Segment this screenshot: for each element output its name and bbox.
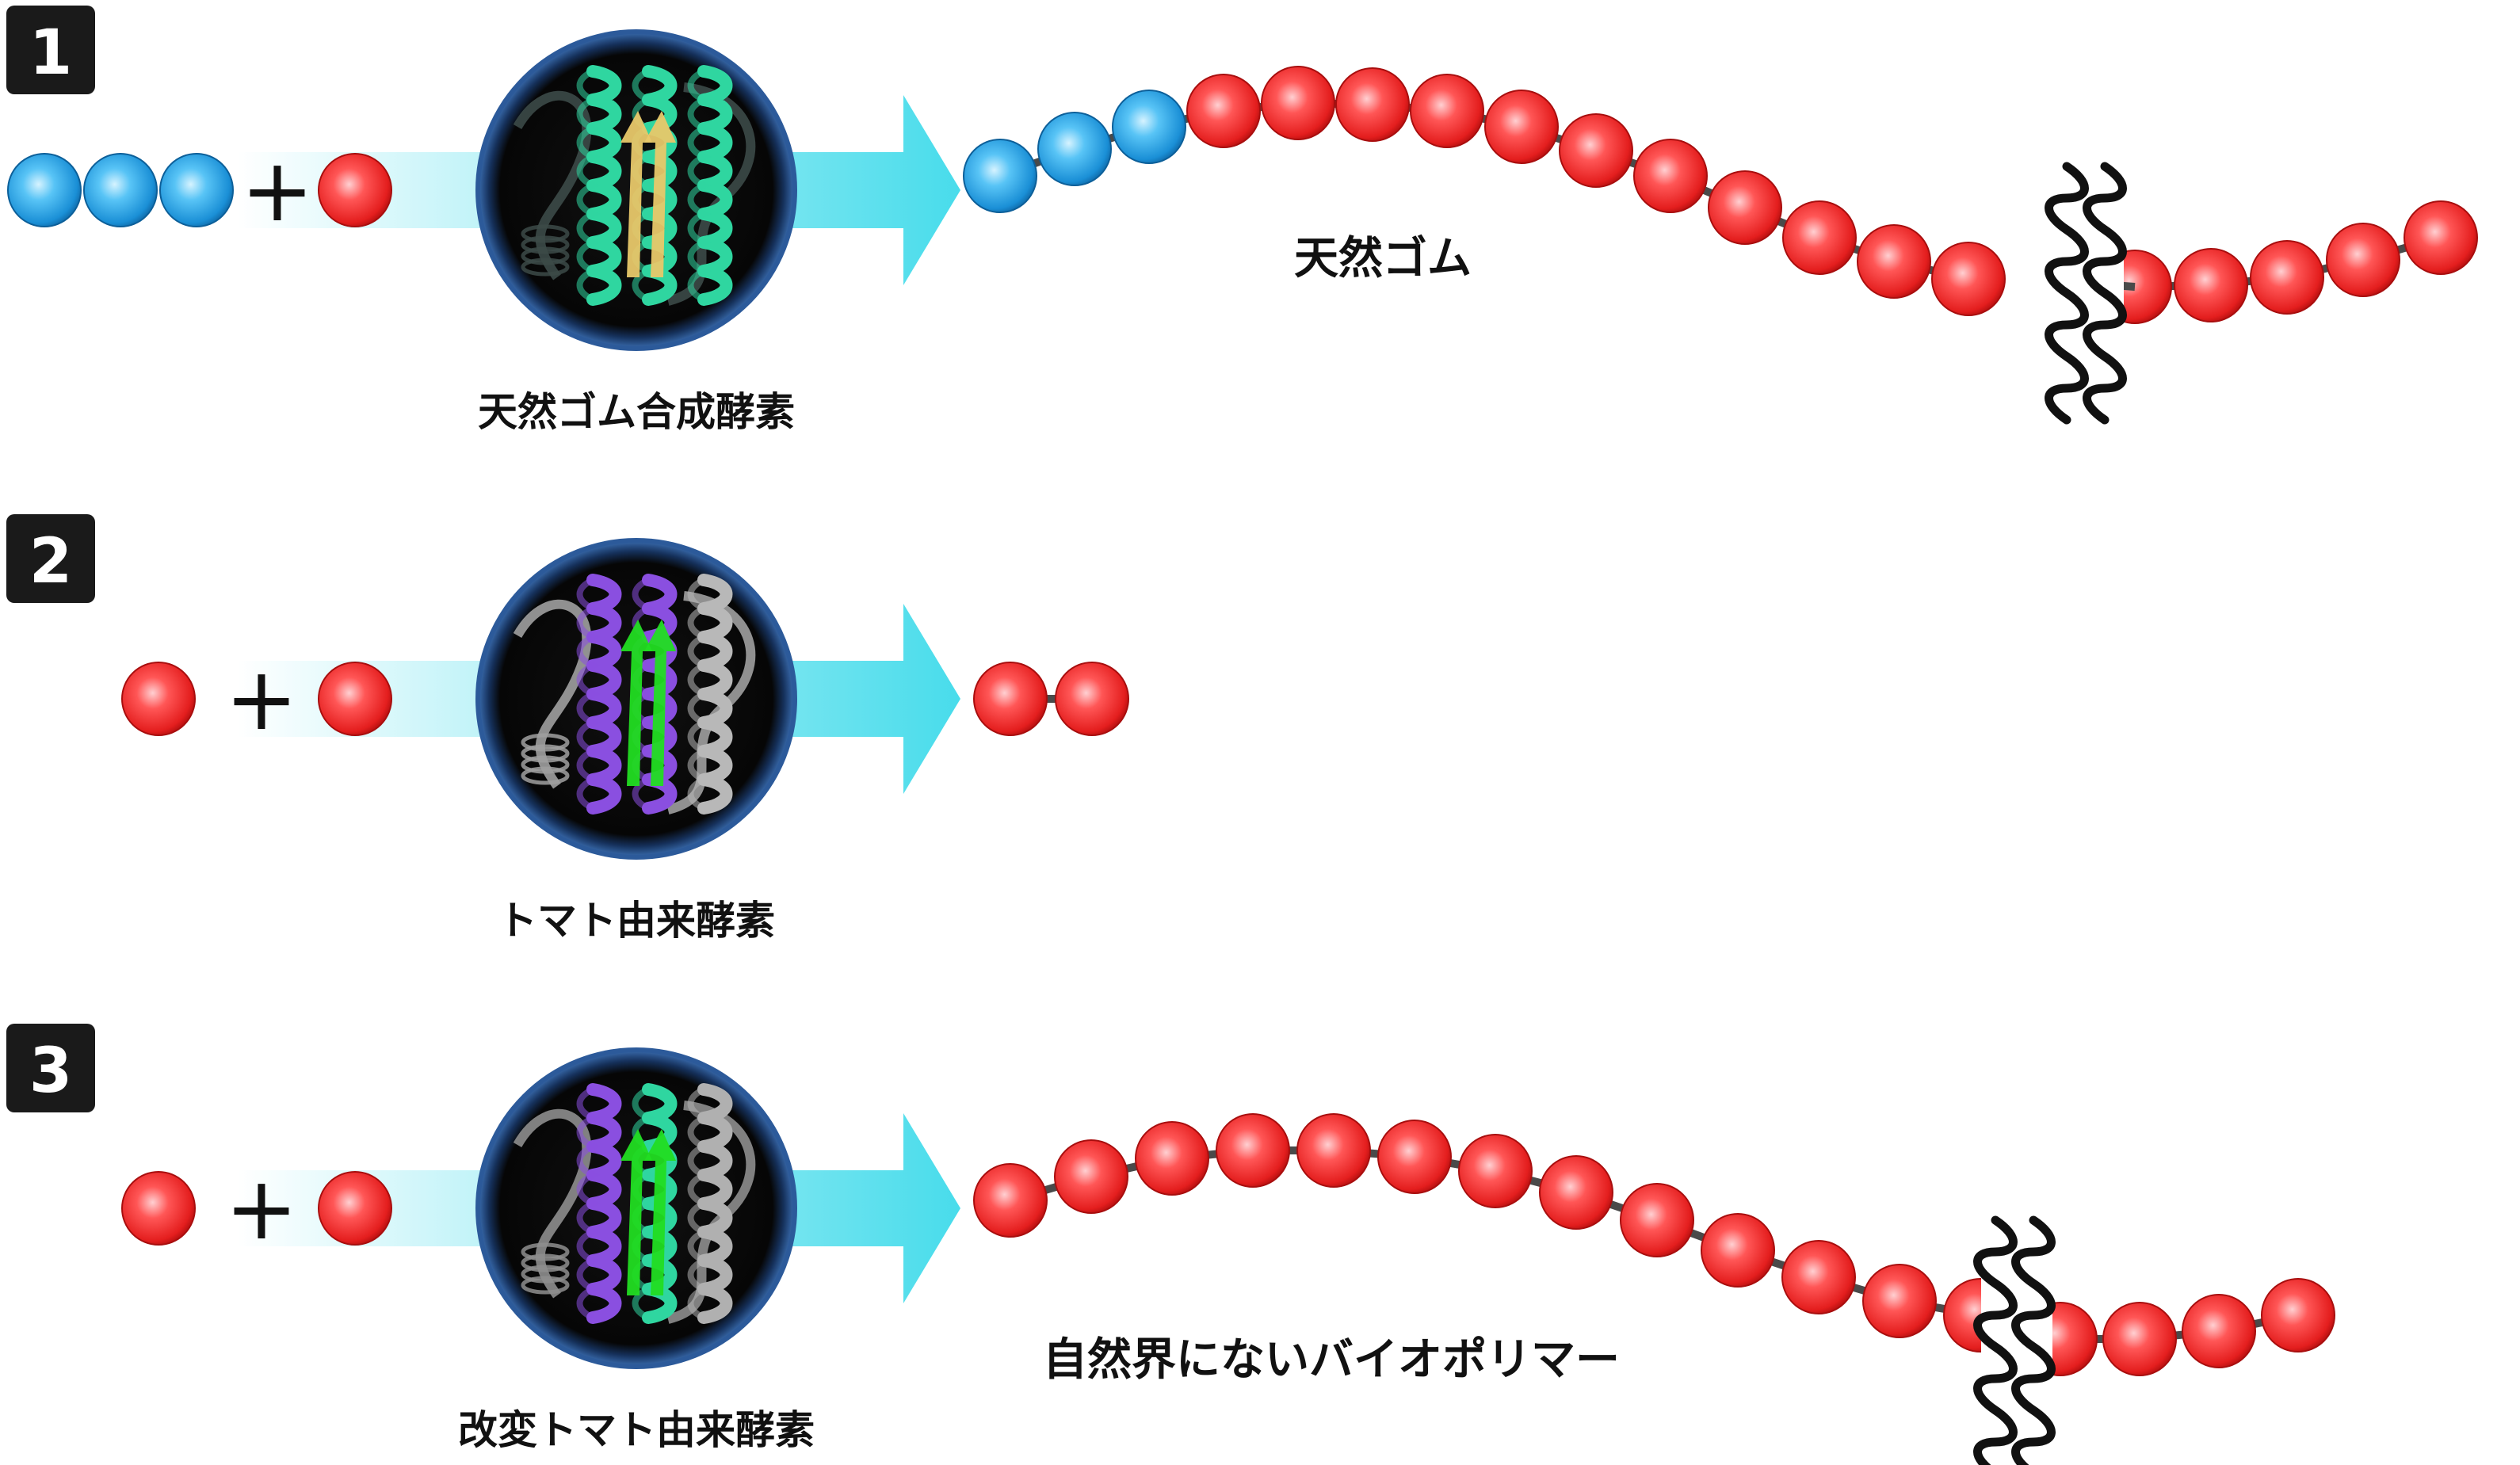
product-monomer-bead [1781,1240,1856,1314]
product-monomer-bead [1701,1213,1775,1288]
product-monomer-bead [1708,170,1782,245]
enzyme-label: トマト由来酵素 [498,898,775,944]
substrate-bead [7,153,82,227]
product-label: 天然ゴム [1294,233,1472,284]
substrate-bead [121,1171,196,1246]
product-monomer-bead [1484,90,1559,164]
added-monomer-bead [318,1171,392,1246]
enzyme-label: 改変トマト由来酵素 [458,1407,815,1453]
product-monomer-bead [1862,1264,1937,1338]
product-monomer-bead [973,662,1048,736]
svg-text:1: 1 [29,17,72,89]
step-number-badge: 1 [6,6,95,94]
product-monomer-bead [2182,1294,2256,1368]
product-monomer-bead [1037,112,1112,186]
added-monomer-bead [318,153,392,227]
added-monomer-bead [318,662,392,736]
reaction-row-3: 3 + 改変トマト由来酵素 自然界にないバイオポリマー [6,1024,2335,1465]
product-monomer-bead [1112,90,1186,164]
svg-text:3: 3 [29,1036,72,1107]
product-monomer-bead [2404,200,2478,275]
product-monomer-bead [1857,224,1931,299]
product-monomer-bead [1335,67,1410,142]
product-monomer-bead [1410,74,1484,148]
enzyme-label: 天然ゴム合成酵素 [478,389,795,435]
chain-break-mark [2045,162,2127,425]
product-monomer-bead [1782,200,1857,275]
product-monomer-bead [1458,1134,1533,1208]
product-monomer-bead [1186,74,1261,148]
chain-break-mark [1973,1215,2056,1465]
step-number-badge: 2 [6,514,95,603]
product-monomer-bead [1055,662,1129,736]
substrate-bead [121,662,196,736]
plus-sign: + [225,648,298,750]
product-monomer-bead [1216,1113,1290,1188]
product-monomer-bead [2326,223,2400,297]
enzyme-structure [475,538,797,860]
step-number-badge: 3 [6,1024,95,1112]
substrate-bead [83,153,158,227]
product-label: 自然界にないバイオポリマー [1043,1334,1620,1386]
plus-sign: + [241,139,314,241]
product-monomer-bead [1633,139,1708,213]
product-monomer-bead [2174,248,2248,322]
plus-sign: + [225,1158,298,1259]
product-monomer-bead [1377,1120,1452,1194]
product-monomer-bead [2261,1278,2335,1352]
substrate-bead [159,153,234,227]
reaction-row-1: 1 + 天然ゴム合成酵素 天然ゴム [6,6,2478,435]
product-monomer-bead [973,1163,1048,1238]
product-monomer-bead [2250,240,2324,315]
product-monomer-bead [1559,113,1633,188]
svg-text:2: 2 [29,526,72,597]
product-monomer-bead [1620,1183,1694,1257]
product-monomer-bead [2102,1302,2177,1376]
product-monomer-bead [1054,1139,1128,1214]
product-monomer-bead [1539,1155,1613,1230]
reaction-row-2: 2 + トマト由来酵素 [6,514,1129,944]
product-monomer-bead [1296,1113,1371,1188]
product-monomer-bead [1261,66,1335,140]
product-monomer-bead [1931,242,2006,316]
enzyme-structure [475,1047,797,1369]
enzyme-structure [475,29,797,351]
product-monomer-bead [963,139,1037,213]
product-monomer-bead [1135,1121,1209,1196]
